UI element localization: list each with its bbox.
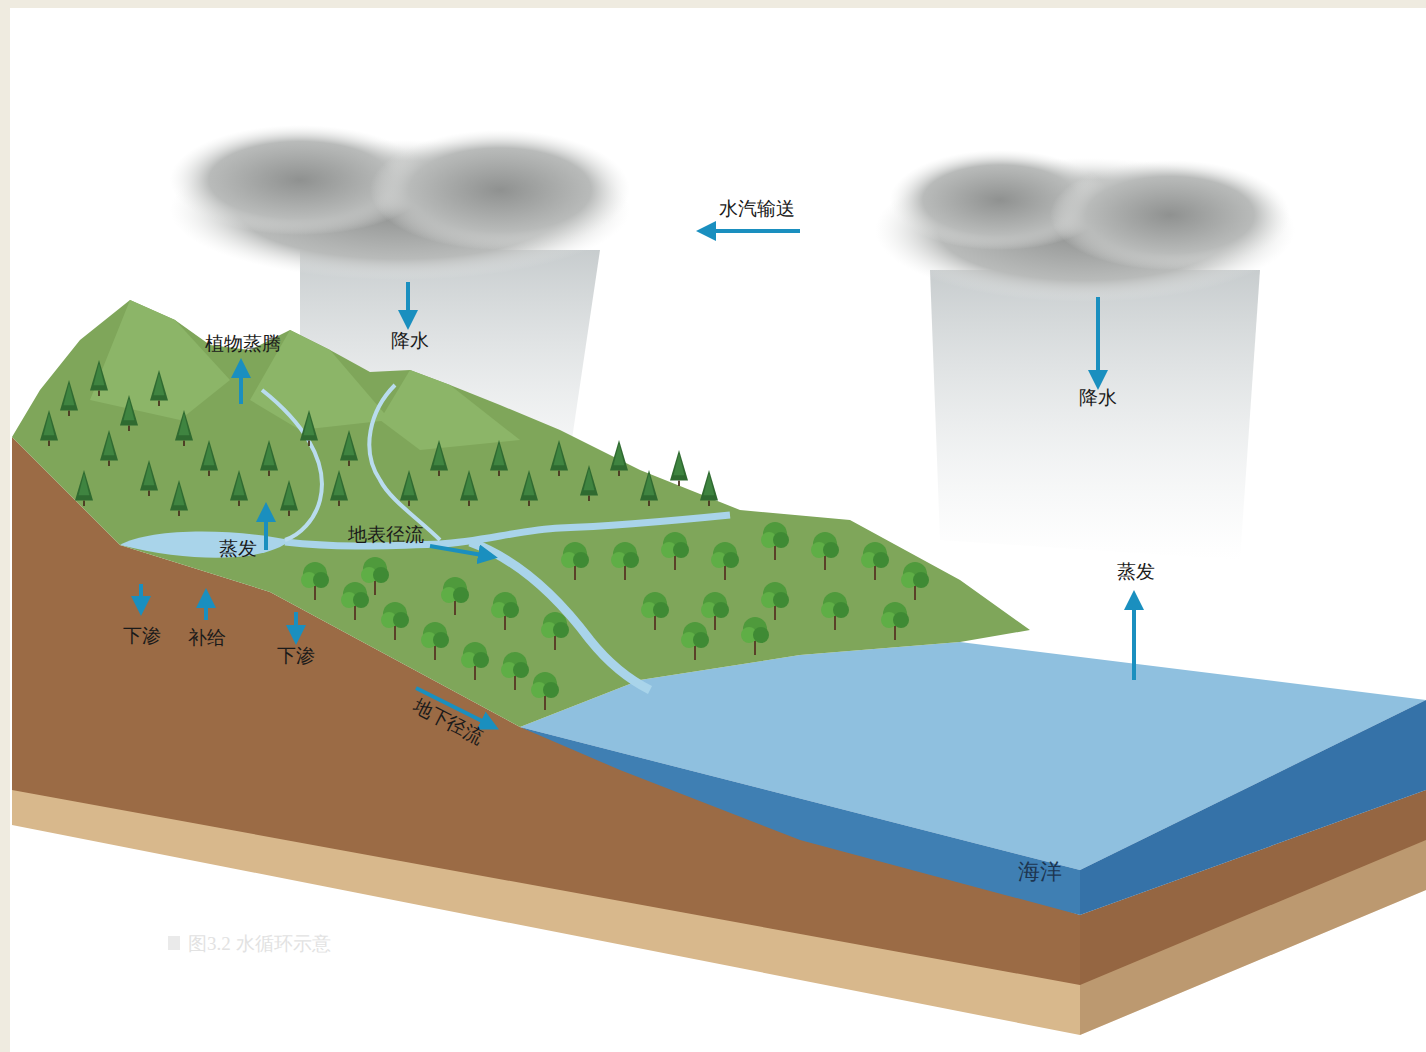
page-border <box>0 0 1426 8</box>
rain <box>930 270 1260 560</box>
process-label: 下渗 <box>277 646 315 667</box>
process-label: 降水 <box>1079 388 1117 409</box>
land-surface <box>12 300 1030 727</box>
ocean-side <box>1080 700 1426 915</box>
ocean-front <box>520 727 1080 915</box>
river <box>285 515 730 546</box>
cloud <box>875 150 1295 302</box>
process-arrow <box>141 231 1134 725</box>
mountain <box>380 370 520 450</box>
process-label: 水汽输送 <box>719 199 795 220</box>
process-label: 降水 <box>391 331 429 352</box>
process-label: 植物蒸腾 <box>205 334 281 355</box>
process-label: 地表径流 <box>348 525 424 546</box>
process-label: 海洋 <box>1018 860 1062 884</box>
mountain <box>90 300 230 420</box>
process-label: 蒸发 <box>1117 562 1155 583</box>
river <box>470 542 650 690</box>
process-label: 蒸发 <box>219 539 257 560</box>
page-border <box>0 0 10 1052</box>
conifer-forest <box>40 360 718 516</box>
process-label: 下渗 <box>123 626 161 647</box>
cloud <box>170 125 630 280</box>
broadleaf-forest <box>301 522 929 710</box>
caption-icon <box>168 936 180 950</box>
figure-caption: 图3.2 水循环示意 <box>188 931 331 957</box>
process-label: 补给 <box>188 628 226 649</box>
stream <box>369 385 440 540</box>
